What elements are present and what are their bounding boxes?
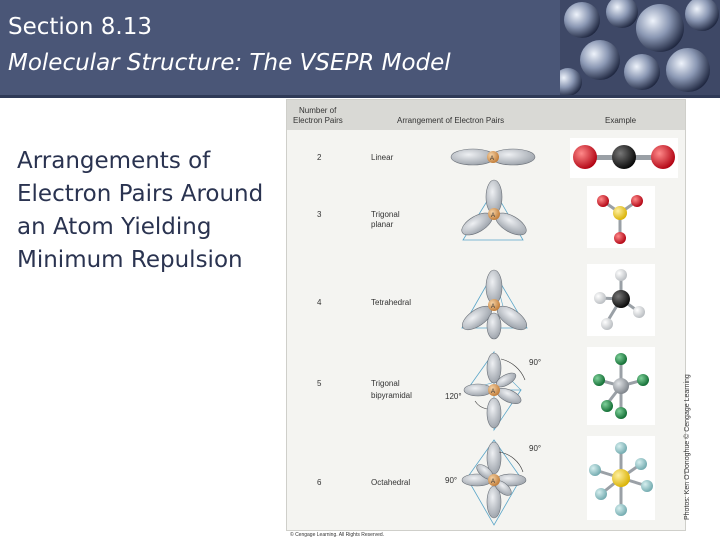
- col-arrangement-header: Arrangement of Electron Pairs: [397, 116, 504, 125]
- svg-text:A: A: [490, 156, 494, 162]
- row-pairs-4: 4: [317, 298, 322, 307]
- row-arrangement-tetrahedral: Tetrahedral: [371, 298, 411, 307]
- row-pairs-6: 6: [317, 478, 322, 487]
- row-arrangement-trigonal-planar-line1: Trigonal: [371, 210, 400, 219]
- molecular-spheres-decoration: [560, 0, 720, 95]
- section-subtitle: Molecular Structure: The VSEPR Model: [8, 50, 451, 76]
- row-pairs-3: 3: [317, 210, 322, 219]
- row-arrangement-linear: Linear: [371, 153, 394, 162]
- trigonal-planar-orbital-diagram: A: [461, 179, 527, 241]
- trigonal-bipyramidal-model-photo: [587, 347, 655, 425]
- svg-text:A: A: [491, 479, 495, 485]
- angle-120-label: 120°: [445, 392, 462, 401]
- header-divider: [0, 95, 720, 98]
- tetrahedral-orbital-diagram: A: [461, 269, 528, 340]
- row-arrangement-trigonal-bipyramidal-line1: Trigonal: [371, 379, 400, 388]
- row-pairs-5: 5: [317, 379, 322, 388]
- col-pairs-header-line1: Number of: [299, 106, 337, 115]
- tetrahedral-model-photo: [587, 264, 655, 336]
- octahedral-model-photo: [587, 436, 655, 520]
- vsepr-table-figure: Number of Electron Pairs Arrangement of …: [286, 99, 686, 531]
- trigonal-planar-model-photo: [587, 186, 655, 248]
- linear-orbital-diagram: A: [450, 148, 536, 166]
- table-header-band: [287, 100, 685, 130]
- svg-text:A: A: [491, 389, 495, 395]
- row-pairs-2: 2: [317, 153, 322, 162]
- slide-body-text: Arrangements of Electron Pairs Around an…: [17, 148, 264, 273]
- angle-90-label: 90°: [529, 358, 541, 367]
- co2-model-photo: [570, 138, 678, 178]
- row-arrangement-octahedral: Octahedral: [371, 478, 410, 487]
- header-banner: Section 8.13 Molecular Structure: The VS…: [0, 0, 720, 95]
- row-arrangement-trigonal-planar-line2: planar: [371, 220, 394, 229]
- octahedral-angle-90-label-top: 90°: [529, 444, 541, 453]
- photo-credit: Photos: Ken O'Donoghue © Cengage Learnin…: [684, 374, 691, 520]
- svg-text:A: A: [491, 213, 495, 219]
- section-title: Section 8.13: [8, 14, 152, 40]
- octahedral-orbital-diagram: A 90° 90°: [445, 439, 541, 526]
- col-pairs-header-line2: Electron Pairs: [293, 116, 343, 125]
- row-arrangement-trigonal-bipyramidal-line2: bipyramidal: [371, 391, 412, 400]
- trigonal-bipyramidal-orbital-diagram: A 90° 120°: [445, 350, 541, 432]
- copyright-credit: © Cengage Learning. All Rights Reserved.: [290, 532, 385, 538]
- col-example-header: Example: [605, 116, 637, 125]
- svg-text:A: A: [491, 304, 495, 310]
- octahedral-angle-90-label-left: 90°: [445, 476, 457, 485]
